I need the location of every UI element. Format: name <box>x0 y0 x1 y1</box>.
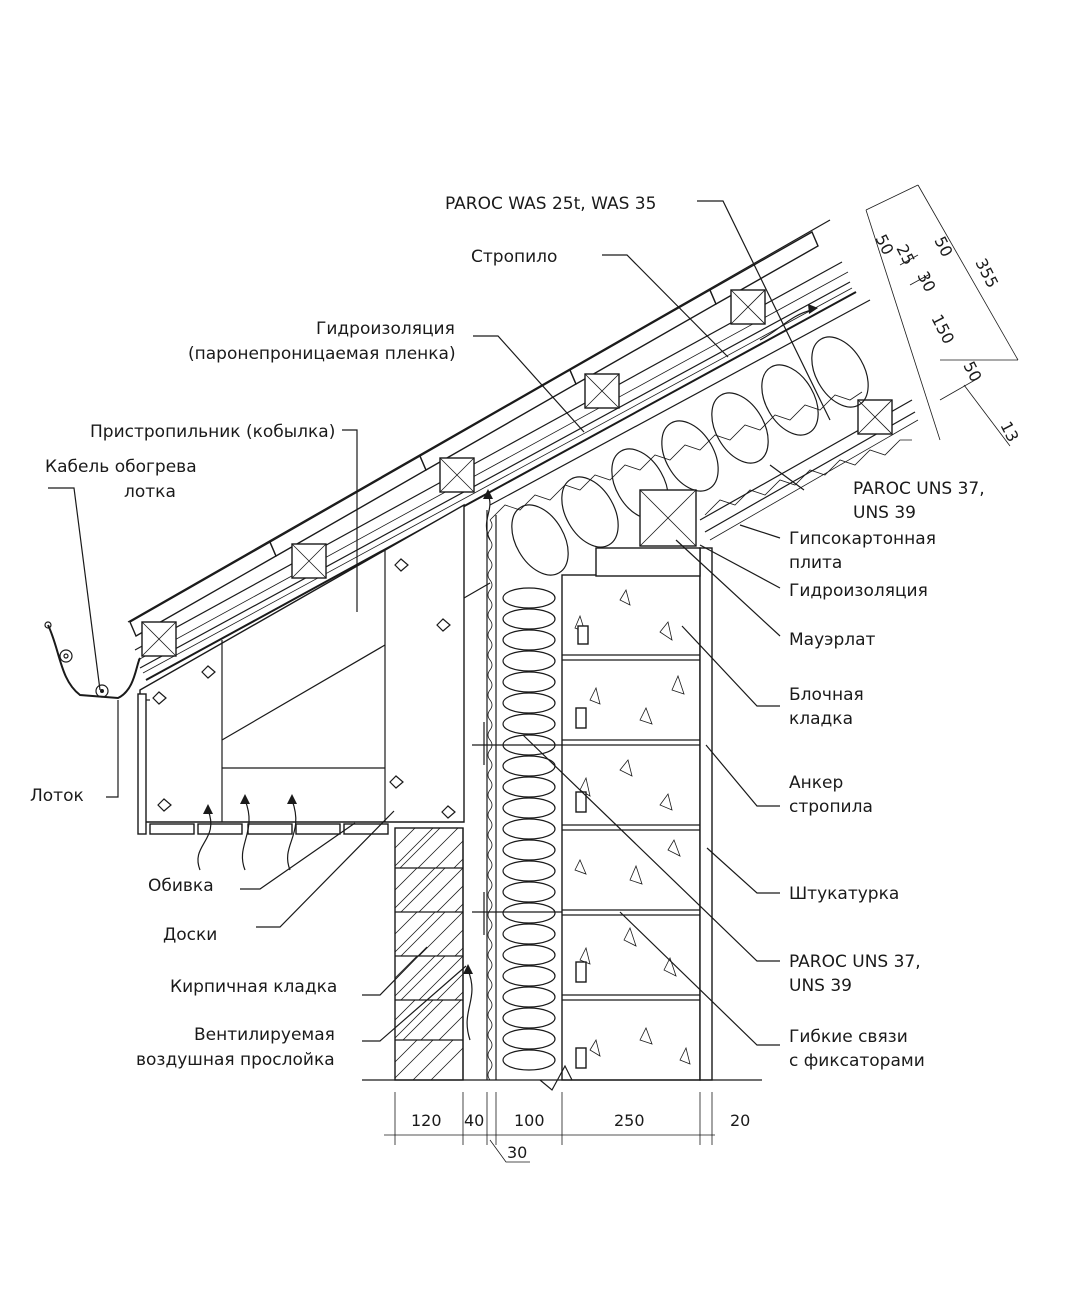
labels: PAROC WAS 25t, WAS 35 Стропило Гидроизол… <box>30 194 985 1071</box>
insulation-loop <box>502 818 556 840</box>
dim-roof-5: 50 <box>959 358 985 385</box>
dim-air-gap: 40 <box>464 1111 484 1130</box>
insulation-loop <box>502 902 556 924</box>
insulation-loop <box>502 1049 556 1071</box>
roof-tiles <box>129 231 819 637</box>
insulation-loop <box>502 713 556 735</box>
dim-roof-pair: 50 <box>930 233 956 260</box>
wall-structure <box>362 489 762 1091</box>
leader-lines <box>48 200 831 1046</box>
rafter-block <box>139 503 491 823</box>
label-brick-masonry: Кирпичная кладка <box>170 977 337 997</box>
label-ventilated-gap-sub: воздушная прослойка <box>136 1050 335 1070</box>
label-wall-plate: Мауэрлат <box>789 630 876 650</box>
insulation-loop <box>502 776 556 798</box>
insulation-loop <box>502 692 556 714</box>
gutter <box>44 621 141 700</box>
insulation-loop <box>502 839 556 861</box>
battens <box>141 289 893 657</box>
soffit-boards <box>137 693 389 835</box>
dim-insulation: 100 <box>514 1111 545 1130</box>
insulation-loop <box>502 608 556 630</box>
label-cladding: Обивка <box>148 876 214 896</box>
block-masonry <box>561 574 701 1081</box>
label-plaster: Штукатурка <box>789 884 899 904</box>
dim-membrane: 30 <box>507 1143 527 1162</box>
label-rafter: Стропило <box>471 247 557 267</box>
insulation-loop <box>502 671 556 693</box>
label-gypsum-board: Гипсокартонная <box>789 529 936 549</box>
insulation-loop <box>502 587 556 609</box>
dim-roof-1: 50 <box>871 231 897 258</box>
insulation-loop <box>502 1007 556 1029</box>
label-heating-cable: Кабель обогрева <box>45 457 197 477</box>
insulation-loop <box>502 923 556 945</box>
wall-insulation <box>502 587 556 1071</box>
insulation-loop <box>502 797 556 819</box>
label-flexible-ties-sub: с фиксаторами <box>789 1051 925 1071</box>
label-block-masonry: Блочная <box>789 685 864 705</box>
dim-brick: 120 <box>411 1111 442 1130</box>
dim-roof-4: 150 <box>927 311 958 347</box>
insulation-loop <box>502 650 556 672</box>
label-paroc-uns-roof: PAROC UNS 37, <box>853 479 985 499</box>
label-gutter: Лоток <box>30 786 84 806</box>
insulation-loop <box>502 944 556 966</box>
dim-roof-3: 30 <box>913 268 939 295</box>
label-paroc-was: PAROC WAS 25t, WAS 35 <box>445 194 656 214</box>
insulation-loop <box>502 965 556 987</box>
label-waterproof-film: Гидроизоляция <box>316 319 455 339</box>
dimension-texts: 120 40 100 250 20 30 50 25 30 150 50 13 … <box>411 231 1023 1162</box>
label-block-masonry-sub: кладка <box>789 709 853 729</box>
dim-block: 250 <box>614 1111 645 1130</box>
label-boards: Доски <box>163 925 217 945</box>
label-gypsum-board-sub: плита <box>789 553 842 573</box>
dim-plaster: 20 <box>730 1111 750 1130</box>
dim-roof-6: 13 <box>996 418 1022 445</box>
insulation-loop <box>502 986 556 1008</box>
brick-wall <box>394 827 464 1081</box>
dimension-lines <box>384 184 1019 1163</box>
roof-insulation <box>489 336 912 576</box>
label-rafter-extension: Пристропильник (кобылка) <box>90 422 335 442</box>
label-waterproof-film-sub: (паронепроницаемая пленка) <box>188 344 456 364</box>
label-rafter-anchor-sub: стропила <box>789 797 873 817</box>
label-paroc-uns-roof-sub: UNS 39 <box>853 503 916 523</box>
insulation-loop <box>502 881 556 903</box>
label-ventilated-gap: Вентилируемая <box>194 1025 335 1045</box>
insulation-loop <box>502 1028 556 1050</box>
label-heating-cable-sub: лотка <box>124 482 176 502</box>
wall-plate <box>595 489 701 577</box>
label-waterproofing: Гидроизоляция <box>789 581 928 601</box>
airflow-arrows <box>197 304 818 1041</box>
label-flexible-ties: Гибкие связи <box>789 1027 908 1047</box>
insulation-loop <box>502 629 556 651</box>
label-paroc-uns-wall-sub: UNS 39 <box>789 976 852 996</box>
label-rafter-anchor: Анкер <box>789 773 843 793</box>
insulation-loop <box>502 860 556 882</box>
label-paroc-uns-wall: PAROC UNS 37, <box>789 952 921 972</box>
roof-structure <box>44 219 919 1041</box>
dim-roof-total: 355 <box>971 255 1002 291</box>
